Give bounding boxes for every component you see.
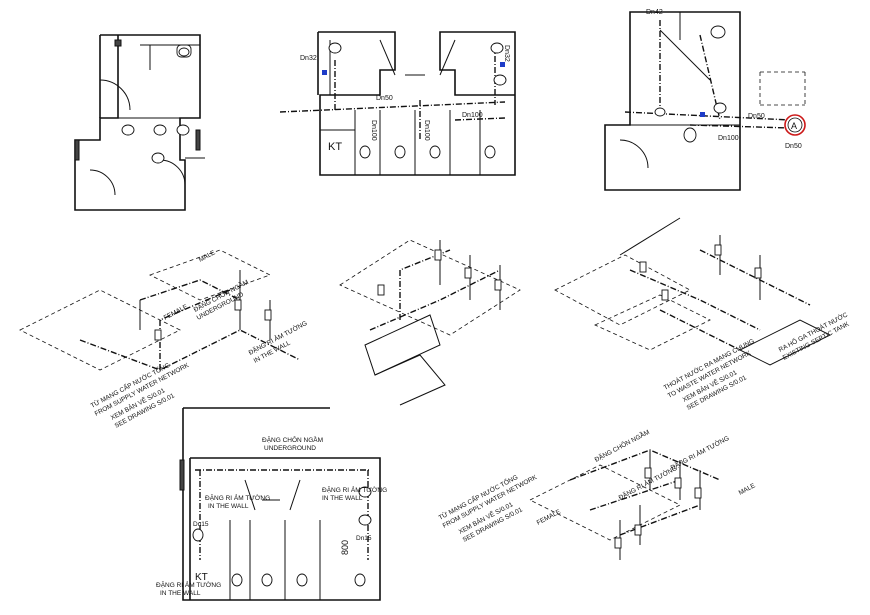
plan-bottom-in-wall-en-c: IN THE WALL (160, 590, 201, 597)
isometric-center (339, 239, 521, 406)
section-marker-label: A (791, 121, 797, 131)
isometric-left: FEMALE MALE ĐẶNG CHÔN NGẦM UNDERGROUND Đ… (19, 249, 308, 430)
plan-top-center: Dn50 Dn32 Dn32 Dn100 Dn100 Dn100 KT (279, 31, 516, 176)
plan-bottom-room-kt: KT (195, 572, 208, 583)
pipe-label-dn42: Dn42 (646, 9, 663, 16)
pipe-label-dn50-a: Dn50 (748, 113, 765, 120)
isometric-bottom-right: TỪ MẠNG CẤP NƯỚC TỔNG FROM SUPPLY WATER … (436, 426, 757, 560)
plan-bottom-in-wall-en-b: IN THE WALL (322, 495, 363, 502)
iso-br-in-wall-vn-a: ĐẶNG RI ẢM TƯỜNG (669, 433, 731, 472)
pipe-label-dn50-b: Dn50 (785, 143, 802, 150)
pipe-label-dn100-c: Dn100 (462, 112, 483, 119)
iso-left-female: FEMALE (163, 303, 190, 322)
plan-bottom-in-wall-en-a: IN THE WALL (208, 503, 249, 510)
plan-bottom: ĐẶNG CHÔN NGẦM UNDERGROUND ĐẶNG RI ẢM TƯ… (156, 407, 387, 601)
iso-left-male: MALE (198, 249, 218, 264)
pipe-label-dn50: Dn50 (376, 95, 393, 102)
pipe-label-dn100: Dn100 (718, 135, 739, 142)
pipe-label-dn32-right: Dn32 (503, 45, 510, 62)
room-label-kt: KT (328, 141, 342, 153)
plan-bottom-dim-800: 800 (340, 540, 350, 555)
pipe-label-dn100-a: Dn100 (370, 120, 377, 141)
iso-br-underground-vn: ĐẶNG CHÔN NGẦM (592, 426, 651, 463)
plan-bottom-in-wall-vn-b: ĐẶNG RI ẢM TƯỜNG (322, 485, 387, 494)
plan-bottom-dn15-b: Dn15 (356, 535, 372, 542)
plan-bottom-underground-vn: ĐẶNG CHÔN NGẦM (262, 434, 323, 444)
isometric-right: RA HỐ GA THOÁT NƯỚC EXISTING SEPTIC TANK… (554, 217, 851, 412)
pipe-label-dn32-left: Dn32 (300, 55, 317, 62)
plan-top-right: A Dn42 Dn50 Dn50 Dn100 (604, 9, 806, 191)
plan-bottom-in-wall-vn-c: ĐẶNG RI ẢM TƯỜNG (156, 580, 221, 589)
iso-br-male: MALE (738, 482, 758, 497)
plan-bottom-dn15-a: Dn15 (193, 521, 209, 528)
iso-br-female: FEMALE (536, 508, 563, 527)
plan-top-left (74, 34, 205, 211)
plan-bottom-in-wall-vn-a: ĐẶNG RI ẢM TƯỜNG (205, 493, 270, 502)
pipe-label-dn100-b: Dn100 (423, 120, 430, 141)
plan-bottom-underground-en: UNDERGROUND (264, 445, 316, 452)
